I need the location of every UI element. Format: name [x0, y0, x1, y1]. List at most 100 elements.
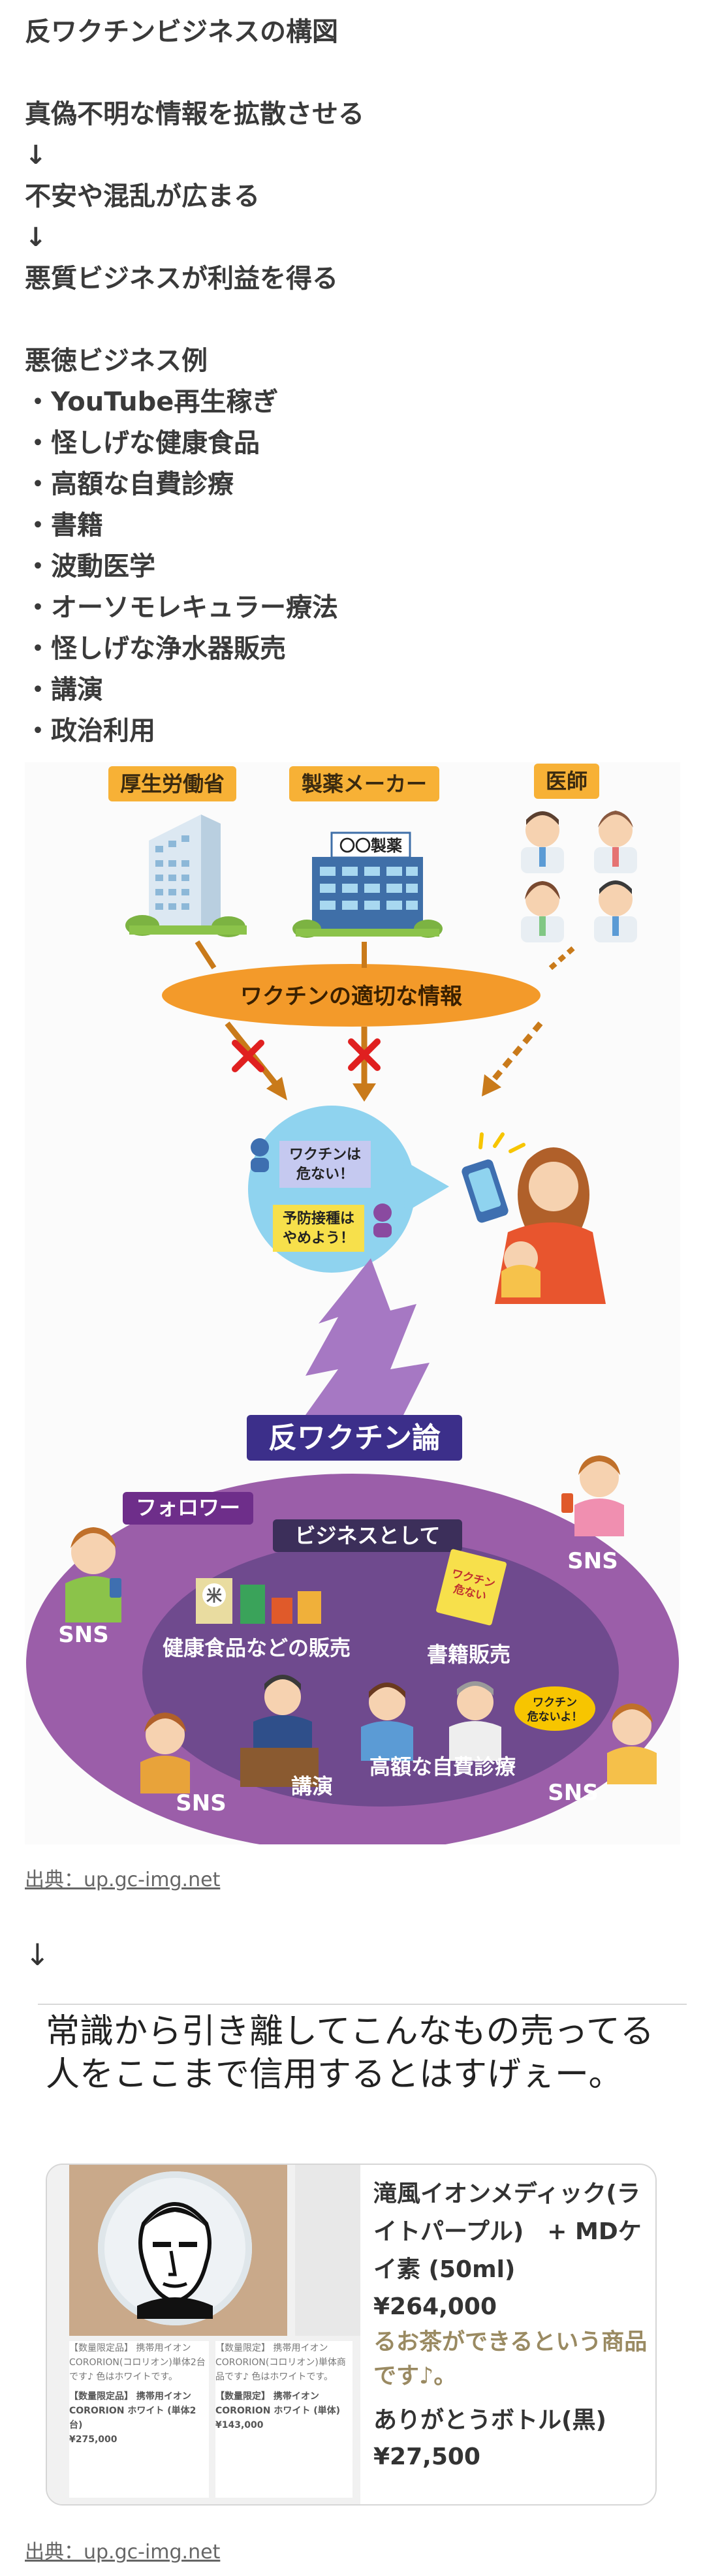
book-sales-label: 書籍販売 — [427, 1642, 510, 1667]
doctor-icon — [594, 811, 637, 873]
source-label: 出典： — [25, 2541, 84, 2564]
pharma-building-icon: 〇〇製薬 — [292, 831, 443, 938]
bubble-warning-2-line2: やめよう！ — [283, 1230, 354, 1247]
bubble-warning-1-line1: ワクチンは — [289, 1147, 361, 1163]
dashed-arrow-right — [482, 1021, 543, 1096]
doctors-label-bg — [534, 764, 599, 799]
intro-line: ・怪しげな浄水器販売 — [25, 634, 286, 664]
sns-user-icon — [607, 1703, 657, 1784]
ministry-building-icon — [125, 815, 247, 937]
intro-line: ・怪しげな健康食品 — [25, 428, 260, 458]
doctor-icon — [521, 811, 564, 873]
source-citation: 出典：up.gc-img.net — [25, 1863, 220, 1892]
intro-line: ・波動医学 — [25, 551, 155, 582]
bubble-warning-1-line2: 危ない！ — [296, 1166, 354, 1183]
red-x-icon — [232, 1040, 264, 1072]
follower-label-bg — [123, 1492, 253, 1525]
intro-line: 悪質ビジネスが利益を得る — [25, 264, 338, 294]
product-screenshot-card[interactable]: 【数量限定品】 携帯用イオンCORORION(コロリオン)単体2台です♪ 色はホ… — [46, 2164, 657, 2506]
proper-info-label: ワクチンの適切な情報 — [240, 984, 462, 1010]
health-food-label: 健康食品などの販売 — [163, 1636, 351, 1660]
product-title: ありがとうボトル(黒) — [373, 2407, 606, 2434]
pharma-label: 製薬メーカー — [302, 771, 427, 796]
sns-label: SNS — [567, 1548, 618, 1574]
intro-text: 反ワクチンビジネスの構図 真偽不明な情報を拡散させる ↓ 不安や混乱が広まる ↓… — [25, 12, 678, 752]
intro-line — [25, 300, 678, 341]
product-detail-panel: 滝風イオンメディック(ライトパープル) + MDケイ素 (50ml) ¥264,… — [373, 2165, 655, 2504]
intro-line: 反ワクチンビジネスの構図 — [25, 17, 338, 47]
bubble-warning-2-line1: 予防接種は — [283, 1211, 354, 1227]
product-name: 【数量限定】 携帯イオンCORORION ホワイト (単体) — [215, 2391, 341, 2416]
as-business-label: ビジネスとして — [294, 1523, 440, 1548]
small-warning-line1: ワクチン — [533, 1696, 577, 1709]
lecture-label: 講演 — [291, 1774, 333, 1799]
small-warning-bubble — [514, 1686, 595, 1731]
doctor-icon — [594, 880, 637, 942]
product-photo — [69, 2165, 287, 2336]
anti-vax-title-bg — [247, 1415, 462, 1461]
clinic-label: 高額な自費診療 — [369, 1754, 516, 1779]
embed-divider — [38, 2004, 687, 2005]
product-item[interactable]: 【数量限定品】 携帯用イオンCORORION(コロリオン)単体2台です♪ 色はホ… — [69, 2341, 209, 2498]
source-link[interactable]: up.gc-img.net — [84, 2541, 221, 2564]
mhlw-label: 厚生労働省 — [120, 771, 225, 796]
intro-line: ↓ — [25, 140, 47, 170]
mhlw-label-bg — [108, 766, 236, 801]
intro-line: 真偽不明な情報を拡散させる — [25, 99, 364, 129]
doctor-icon — [521, 881, 564, 942]
intro-line: ・高額な自費診療 — [25, 469, 234, 499]
lecturer-icon — [240, 1675, 319, 1787]
sns-label: SNS — [58, 1622, 108, 1648]
small-warning-line2: 危ないよ！ — [527, 1710, 583, 1724]
anti-vaccine-infographic: 厚生労働省 製薬メーカー 医師 〇〇製薬 — [25, 762, 680, 1844]
face-portrait-icon — [137, 2202, 213, 2319]
pharma-sign: 〇〇製薬 — [339, 837, 402, 855]
intro-line: ・書籍 — [25, 510, 103, 540]
clinic-consultation-icon — [361, 1681, 501, 1761]
product-item[interactable]: 【数量限定】 携帯用イオンCORORION(コロリオン)単体商品です♪ 色はホワ… — [215, 2341, 352, 2498]
doctors-label: 医師 — [546, 769, 588, 794]
source-label: 出典： — [25, 1869, 84, 1891]
sns-label: SNS — [548, 1780, 598, 1806]
bubble-warning-2-bg — [273, 1205, 364, 1252]
product-grid: 【数量限定品】 携帯用イオンCORORION(コロリオン)単体2台です♪ 色はホ… — [47, 2165, 360, 2504]
mother-with-phone-icon — [462, 1132, 606, 1304]
bubble-warning-1-bg — [279, 1141, 371, 1188]
bubble-tail — [403, 1160, 449, 1213]
connector-line — [545, 946, 575, 974]
lightning-bolt — [306, 1258, 430, 1415]
intro-line: ・政治利用 — [25, 716, 155, 746]
thumbnail-strip — [295, 2165, 360, 2336]
sns-user-icon — [65, 1527, 121, 1622]
sns-user-icon — [140, 1713, 190, 1793]
intro-line: ・オーソモレキュラー療法 — [25, 593, 338, 623]
source-link[interactable]: up.gc-img.net — [84, 1869, 221, 1891]
pharma-label-bg — [289, 766, 439, 801]
coin-pendant-image — [98, 2171, 252, 2325]
blocked-arrow-left — [225, 1021, 287, 1100]
red-x-icon — [348, 1038, 381, 1071]
follower-label: フォロワー — [136, 1495, 240, 1520]
book-icon: ワクチン 危ない — [436, 1549, 507, 1626]
anti-vax-title: 反ワクチン論 — [268, 1421, 441, 1455]
product-price: ¥143,000 — [215, 2420, 264, 2430]
rice-bag-label: 米 — [206, 1587, 222, 1605]
source-citation: 出典：up.gc-img.net — [25, 2536, 220, 2564]
intro-line: ・講演 — [25, 675, 103, 705]
sns-user-icon — [561, 1455, 624, 1536]
as-business-label-bg — [273, 1519, 462, 1552]
product-description: 【数量限定品】 携帯用イオンCORORION(コロリオン)単体2台です♪ 色はホ… — [69, 2343, 206, 2382]
tweet-text: 常識から引き離してこんなもの売ってる人をここまで信用するとはすげぇー。 — [46, 2012, 654, 2094]
intro-line: ・YouTube再生稼ぎ — [25, 387, 279, 417]
health-food-products-icon: 米 — [196, 1578, 321, 1624]
intro-line — [25, 53, 678, 94]
product-description: るお茶ができるという商品です♪。 — [373, 2329, 648, 2389]
down-arrow: ↓ — [25, 1937, 50, 1972]
intro-line: 悪徳ビジネス例 — [25, 346, 208, 376]
proper-info-ellipse — [162, 964, 540, 1027]
person-icon — [373, 1203, 392, 1237]
product-description: 【数量限定】 携帯用イオンCORORION(コロリオン)単体商品です♪ 色はホワ… — [215, 2343, 346, 2382]
product-price: ¥275,000 — [69, 2434, 118, 2445]
intro-line: 不安や混乱が広まる — [25, 181, 260, 211]
product-price: ¥264,000 — [373, 2293, 497, 2320]
